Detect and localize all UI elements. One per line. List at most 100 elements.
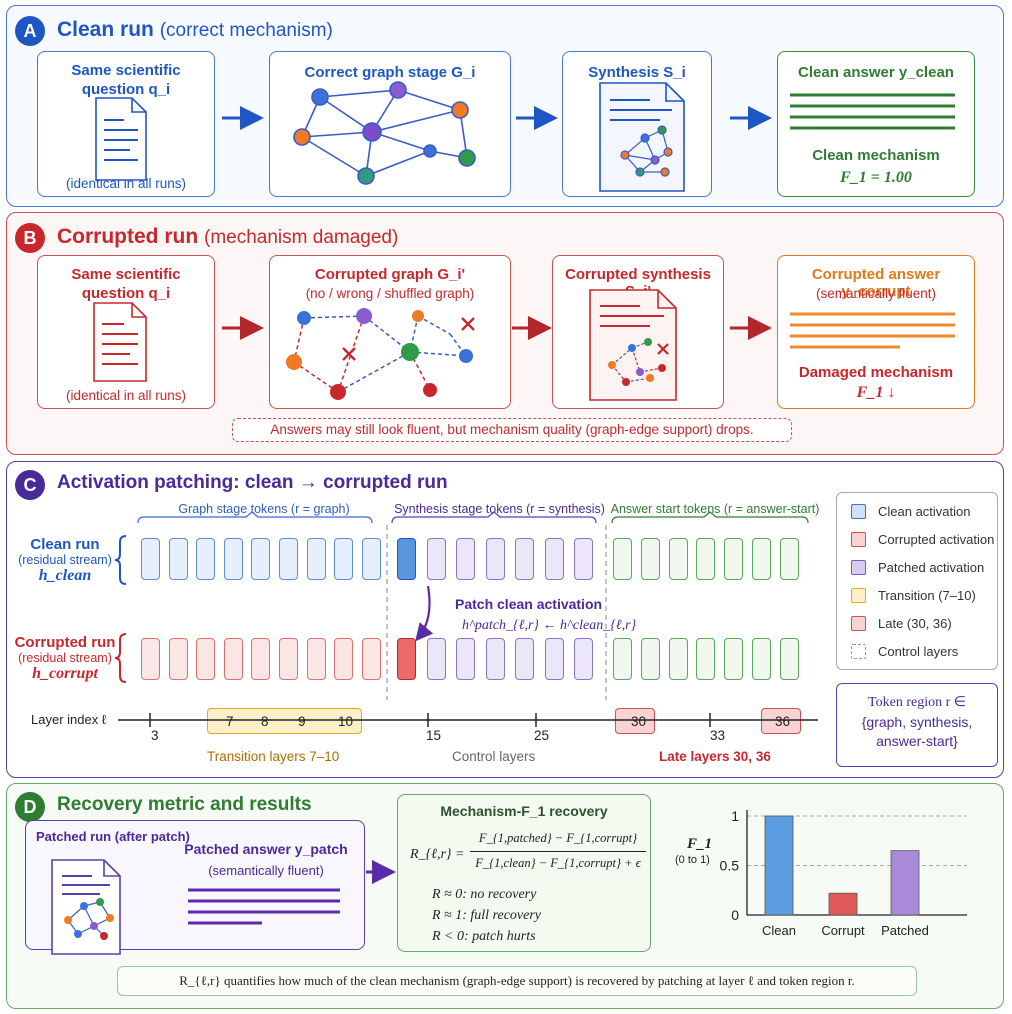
clean-token-answer: [779, 538, 799, 580]
panel-activation-patching: C Activation patching: clean → corrupted…: [6, 461, 1004, 778]
document-icon: [93, 302, 147, 382]
document-icon: [95, 97, 147, 181]
clean-token-graph: [168, 538, 188, 580]
graph-title: Correct graph stage G_i: [304, 64, 476, 81]
formula-lhs: R_{ℓ,r} =: [410, 847, 465, 862]
case-full-recovery: R ≈ 1: full recovery: [432, 908, 542, 923]
corrupt-token-answer: [696, 638, 716, 680]
question-note: (identical in all runs): [65, 388, 187, 403]
layer-tick-label: 36: [775, 714, 791, 729]
chart-y-tick-label: 0.5: [720, 858, 740, 874]
answer-title: Corrupted answer y_corrupt: [811, 266, 941, 300]
clean-token-graph: [306, 538, 326, 580]
layer-tick-label: 3: [151, 728, 159, 743]
legend-swatch: [851, 587, 866, 603]
corrupt-token-answer: [779, 638, 799, 680]
answer-card-clean: Clean answer y_clean Clean mechanism F_1…: [777, 51, 975, 197]
cross-icon: [461, 317, 475, 331]
corrupt-token-graph: [279, 638, 298, 680]
chart-bar-clean: [764, 815, 794, 916]
patched-run-label: Patched run (after patch): [36, 829, 190, 844]
legend-label: Clean activation: [878, 503, 971, 519]
recovery-formula-card: Mechanism-F_1 recovery R_{ℓ,r} = F_{1,pa…: [397, 794, 651, 952]
corrupt-token-graph: [251, 638, 271, 680]
corrupt-token-graph: [141, 638, 160, 680]
clean-token-graph: [223, 538, 243, 580]
corrupt-token-graph: [334, 638, 354, 680]
legend-swatch: [851, 503, 866, 519]
region-answer-label: Answer start tokens (r = answer-start): [610, 502, 820, 516]
panel-corrupted-run: B Corrupted run (mechanism damaged) Same…: [6, 212, 1004, 455]
late-box-36: [761, 708, 801, 734]
clean-token-answer: [724, 538, 744, 580]
layer-tick-label: 30: [631, 714, 647, 729]
transition-caption: Transition layers 7–10: [207, 749, 340, 764]
legend-label: Late (30, 36): [878, 615, 952, 631]
fluent-callout: Answers may still look fluent, but mecha…: [232, 418, 792, 442]
region-divider: [386, 525, 607, 700]
cross-icon: [342, 347, 356, 361]
corrupt-token-answer: [752, 638, 771, 680]
clean-token-synthesis: [544, 538, 564, 580]
footer-note: R_{ℓ,r} quantifies how much of the clean…: [117, 966, 917, 996]
mechanism-label: Damaged mechanism: [798, 364, 954, 381]
corrupt-token-synthesis: [426, 638, 446, 680]
clean-token-graph: [196, 538, 216, 580]
late-caption: Late layers 30, 36: [659, 749, 771, 764]
chart-ylabel-note: (0 to 1): [675, 854, 710, 866]
clean-token-graph: [334, 538, 354, 580]
clean-token-synthesis: [485, 538, 505, 580]
legend-item: Patched activation: [851, 557, 984, 577]
chart-y-tick-label: 0: [731, 907, 739, 923]
synthesis-doc-icon: [589, 289, 677, 401]
token-region-box: Token region r ∈ {graph, synthesis, answ…: [836, 683, 998, 767]
chart-y-tick-label: 1: [731, 808, 739, 824]
correct-graph-icon: [293, 81, 476, 185]
corrupt-token-synthesis: [515, 638, 534, 680]
corrupted-run-label: Corrupted run (residual stream) h_corrup…: [14, 634, 116, 682]
layer-tick-label: 7: [226, 714, 234, 729]
graph-note: (no / wrong / shuffled graph): [305, 286, 475, 301]
layer-tick-label: 9: [298, 714, 306, 729]
legend-swatch: [851, 615, 866, 631]
clean-token-graph: [141, 538, 160, 580]
corrupted-graph-icon: [293, 315, 467, 393]
clean-token-synthesis: [397, 538, 416, 580]
panel-d-badge: D: [15, 792, 45, 822]
clean-token-answer: [613, 538, 632, 580]
corrupt-token-synthesis: [397, 638, 416, 680]
corrupt-token-answer: [724, 638, 744, 680]
clean-token-graph: [361, 538, 381, 580]
clean-token-answer: [640, 538, 660, 580]
graph-card-corrupt: Corrupted graph G_i' (no / wrong / shuff…: [269, 255, 511, 409]
control-caption: Control layers: [452, 749, 536, 764]
panel-b-title: Corrupted run (mechanism damaged): [57, 225, 399, 248]
patched-doc-icon: [51, 859, 121, 955]
corrupt-token-answer: [613, 638, 632, 680]
chart-x-tick-label: Patched: [881, 923, 929, 938]
panel-a-badge: A: [15, 16, 45, 46]
chart-bar-corrupt: [828, 892, 858, 916]
formula-denominator: F_{1,clean} − F_{1,corrupt} + ϵ: [475, 856, 641, 870]
legend-swatch: [851, 559, 866, 575]
clean-token-answer: [696, 538, 716, 580]
formula-numerator: F_{1,patched} − F_{1,corrupt}: [478, 831, 638, 845]
transition-box: [207, 708, 362, 734]
legend-label: Transition (7–10): [878, 587, 976, 603]
corrupt-token-synthesis: [456, 638, 475, 680]
legend-label: Control layers: [878, 643, 959, 659]
answer-note: (semantically fluent): [815, 286, 937, 301]
clean-run-label: Clean run (residual stream) h_clean: [18, 536, 112, 584]
answer-card-corrupt: Corrupted answer y_corrupt (semantically…: [777, 255, 975, 409]
late-box-30: [615, 708, 655, 734]
patched-answer-lines: [188, 888, 340, 925]
synthesis-title: Synthesis S_i: [588, 64, 686, 81]
region-graph-label: Graph stage tokens (r = graph): [178, 502, 350, 516]
legend-swatch: [851, 531, 866, 547]
clean-token-answer: [752, 538, 771, 580]
layer-tick-label: 25: [534, 728, 550, 743]
case-no-recovery: R ≈ 0: no recovery: [432, 887, 537, 902]
legend-label: Patched activation: [878, 559, 985, 575]
question-title-1: Same scientific: [71, 266, 181, 283]
